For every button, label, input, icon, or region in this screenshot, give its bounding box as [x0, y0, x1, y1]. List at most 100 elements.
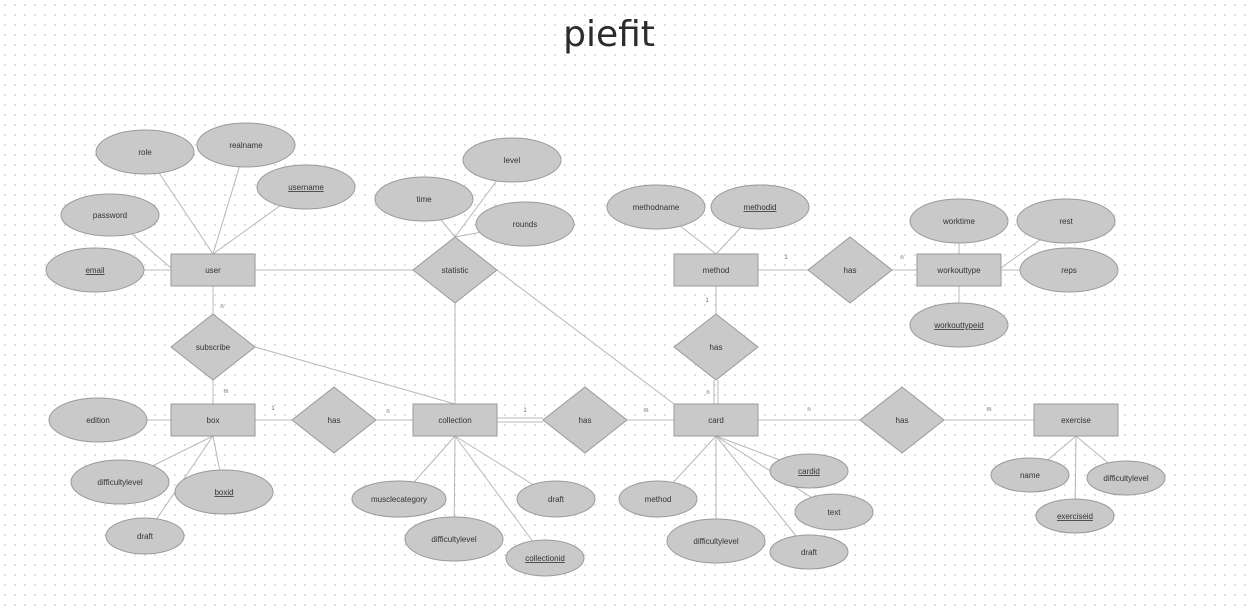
attribute-label: realname — [229, 141, 263, 150]
attribute-label: reps — [1061, 266, 1077, 275]
attribute-col-collectionid[interactable]: collectionid — [505, 539, 585, 577]
cardinality-has-card-from-method: n — [706, 390, 709, 396]
attribute-col-difficultylevel[interactable]: difficultylevel — [404, 516, 504, 562]
attribute-label: difficultylevel — [1103, 474, 1148, 483]
attribute-label: workouttypeid — [933, 321, 983, 330]
attribute-card-cardid[interactable]: cardid — [769, 453, 849, 489]
diagram-title: piefit — [563, 14, 655, 55]
attribute-stat-level[interactable]: level — [462, 137, 562, 183]
attribute-ex-exerciseid[interactable]: exerciseid — [1035, 498, 1115, 534]
relationship-label: statistic — [442, 266, 469, 275]
entity-label: method — [703, 266, 730, 275]
entity-collection[interactable]: collection — [412, 403, 498, 437]
cardinality-method-has: 1 — [705, 298, 709, 304]
entity-exercise[interactable]: exercise — [1033, 403, 1119, 437]
relationship-label: has — [844, 266, 857, 275]
relationship-statistic[interactable]: statistic — [412, 236, 498, 304]
attribute-user-role[interactable]: role — [95, 129, 195, 175]
attribute-wt-worktime[interactable]: worktime — [909, 198, 1009, 244]
attribute-label: cardid — [798, 467, 820, 476]
relationship-subscribe[interactable]: subscribe — [170, 313, 256, 381]
attribute-box-edition[interactable]: edition — [48, 397, 148, 443]
attribute-user-email[interactable]: email — [45, 247, 145, 293]
attribute-label: role — [138, 148, 152, 157]
cardinality-card-has: n — [807, 407, 810, 413]
entity-card[interactable]: card — [673, 403, 759, 437]
entity-label: exercise — [1061, 416, 1091, 425]
attribute-wt-rest[interactable]: rest — [1016, 198, 1116, 244]
cardinality-box-has: 1 — [271, 406, 275, 412]
cardinality-has-workouttype: n — [900, 255, 903, 261]
attribute-ex-difficultylevel[interactable]: difficultylevel — [1086, 460, 1166, 496]
attribute-label: exerciseid — [1057, 512, 1093, 521]
attribute-label: time — [416, 195, 432, 204]
relationship-has-collection-card[interactable]: has — [542, 386, 628, 454]
relationship-has-card-exercise[interactable]: has — [859, 386, 945, 454]
attribute-method-methodname[interactable]: methodname — [606, 184, 706, 230]
entity-label: collection — [438, 416, 471, 425]
attribute-user-realname[interactable]: realname — [196, 122, 296, 168]
attribute-label: draft — [801, 548, 818, 557]
attribute-card-difficultylevel[interactable]: difficultylevel — [666, 518, 766, 564]
attribute-label: worktime — [942, 217, 976, 226]
attribute-label: edition — [86, 416, 110, 425]
attribute-label: email — [85, 266, 104, 275]
entity-box[interactable]: box — [170, 403, 256, 437]
entity-method[interactable]: method — [673, 253, 759, 287]
attribute-user-password[interactable]: password — [60, 193, 160, 237]
relationship-has-method-card[interactable]: has — [673, 313, 759, 381]
attribute-label: text — [828, 508, 842, 517]
relationship-has-method-workouttype[interactable]: has — [807, 236, 893, 304]
cardinality-method-has-wt: 1 — [784, 255, 788, 261]
attribute-wt-workouttypeid[interactable]: workouttypeid — [909, 302, 1009, 348]
attribute-stat-time[interactable]: time — [374, 176, 474, 222]
attribute-label: methodname — [633, 203, 680, 212]
entity-user[interactable]: user — [170, 253, 256, 287]
attribute-wt-reps[interactable]: reps — [1019, 247, 1119, 293]
diagram-nodes: rolerealnameusernamepasswordemaillevelti… — [45, 122, 1166, 577]
attribute-label: rest — [1059, 217, 1073, 226]
attribute-ex-name[interactable]: name — [990, 457, 1070, 493]
relationship-label: has — [896, 416, 909, 425]
attribute-label: collectionid — [525, 554, 565, 563]
attribute-label: rounds — [513, 220, 537, 229]
attribute-user-username[interactable]: username — [256, 164, 356, 210]
entity-label: workouttype — [936, 266, 981, 275]
attribute-label: draft — [137, 532, 154, 541]
attribute-label: boxid — [214, 488, 233, 497]
cardinality-has-exercise: m — [987, 407, 992, 413]
attribute-label: draft — [548, 495, 565, 504]
attribute-label: difficultylevel — [97, 478, 142, 487]
attribute-label: name — [1020, 471, 1041, 480]
attribute-col-musclecategory[interactable]: musclecategory — [351, 480, 447, 518]
relationship-label: subscribe — [196, 343, 231, 352]
entity-label: card — [708, 416, 724, 425]
relationship-has-box-collection[interactable]: has — [291, 386, 377, 454]
attribute-col-draft[interactable]: draft — [516, 480, 596, 518]
attribute-label: username — [288, 183, 324, 192]
attribute-card-draft[interactable]: draft — [769, 534, 849, 570]
cardinality-subscribe-box: m — [224, 389, 229, 395]
attribute-box-draft[interactable]: draft — [105, 517, 185, 555]
attribute-label: musclecategory — [371, 495, 427, 504]
attribute-label: level — [504, 156, 521, 165]
cardinality-has-card: m — [644, 408, 649, 414]
attribute-card-method[interactable]: method — [618, 480, 698, 518]
connector-lines — [95, 144, 1127, 559]
entity-label: user — [205, 266, 221, 275]
entity-workouttype[interactable]: workouttype — [916, 253, 1002, 287]
attribute-box-boxid[interactable]: boxid — [174, 469, 274, 515]
attribute-box-difficultylevel[interactable]: difficultylevel — [70, 459, 170, 505]
attribute-stat-rounds[interactable]: rounds — [475, 201, 575, 247]
attribute-label: password — [93, 211, 127, 220]
attribute-method-methodid[interactable]: methodid — [710, 184, 810, 230]
attribute-label: method — [645, 495, 672, 504]
attribute-card-text[interactable]: text — [794, 493, 874, 531]
relationship-label: has — [710, 343, 723, 352]
attribute-label: difficultylevel — [431, 535, 476, 544]
relationship-label: has — [328, 416, 341, 425]
attribute-label: difficultylevel — [693, 537, 738, 546]
attribute-label: methodid — [744, 203, 777, 212]
